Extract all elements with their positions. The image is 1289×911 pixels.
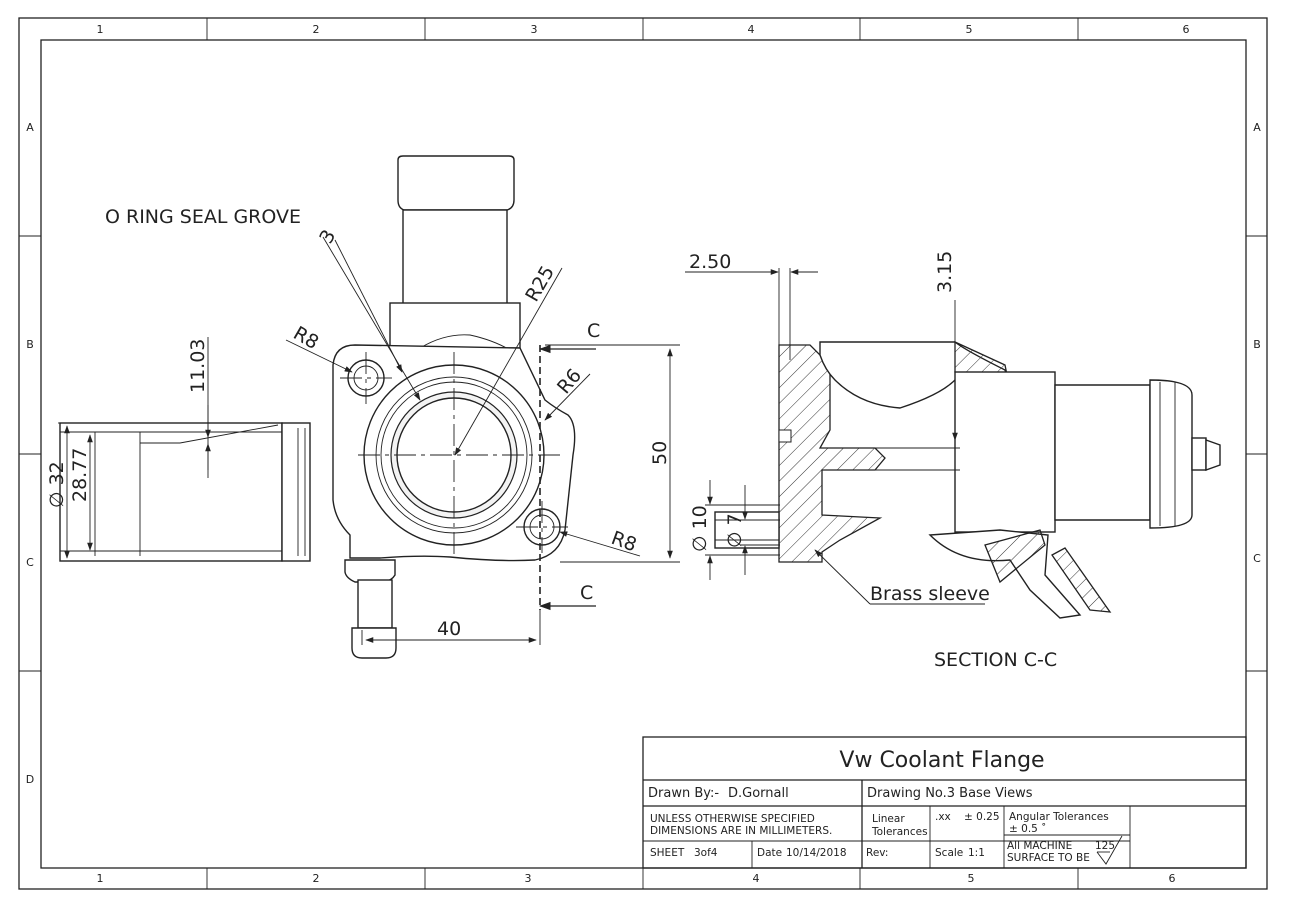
- units-note-line1: UNLESS OTHERWISE SPECIFIED: [650, 813, 815, 825]
- zone-col-4-top: 4: [748, 23, 755, 36]
- xx-label: .xx: [935, 811, 951, 823]
- dim-11-03: 11.03: [187, 339, 209, 393]
- units-note-line2: DIMENSIONS ARE IN MILLIMETERS.: [650, 825, 832, 837]
- section-mark-bottom: C: [580, 582, 593, 604]
- zone-col-2-top: 2: [313, 23, 320, 36]
- front-view: [59, 155, 596, 659]
- date-label: Date: [757, 847, 782, 859]
- brass-sleeve-label: Brass sleeve: [870, 583, 990, 605]
- dim-28-77: 28.77: [69, 448, 91, 502]
- section-title: SECTION C-C: [934, 649, 1057, 671]
- zone-row-c-right: C: [1253, 552, 1261, 565]
- top-spigot-tube: [402, 209, 508, 306]
- section-view-dimensions: [685, 268, 985, 605]
- linear-tolerances-label2: Tolerances: [871, 826, 928, 838]
- zone-row-d-left: D: [26, 773, 34, 786]
- dim-3: 3: [315, 226, 340, 247]
- dim-r8-bottom: R8: [608, 527, 639, 556]
- title-block: [642, 736, 1247, 869]
- dim-r6: R6: [553, 365, 586, 399]
- top-spigot-boss: [389, 302, 521, 349]
- surface-finish-icon: [1096, 835, 1123, 865]
- machine-surface-line1: All MACHINE: [1007, 840, 1072, 852]
- zone-col-1-bottom: 1: [97, 872, 104, 885]
- dim-40: 40: [437, 618, 461, 640]
- sheet-label: SHEET: [650, 847, 685, 859]
- dim-dia10: ∅ 10: [689, 505, 711, 552]
- machine-surface-line2: SURFACE TO BE: [1007, 852, 1090, 864]
- dim-r8-top: R8: [290, 322, 323, 354]
- zone-row-b-left: B: [26, 338, 34, 351]
- section-view: [714, 340, 1221, 619]
- section-end-bead: [1149, 379, 1193, 529]
- zone-row-b-right: B: [1253, 338, 1261, 351]
- zone-col-3-top: 3: [531, 23, 538, 36]
- date-value: 10/14/2018: [786, 847, 847, 859]
- xx-tolerance: ± 0.25: [964, 811, 1000, 823]
- zone-col-1-top: 1: [97, 23, 104, 36]
- dim-2-50: 2.50: [689, 251, 731, 273]
- left-pipe-collar: [281, 422, 311, 562]
- scale-label: Scale: [935, 847, 963, 859]
- section-right-body: [954, 371, 1056, 533]
- rev-label: Rev:: [866, 847, 888, 859]
- zone-col-2-bottom: 2: [313, 872, 320, 885]
- dim-50: 50: [649, 441, 671, 465]
- drawn-by-label: Drawn By:-: [648, 786, 719, 801]
- dim-dia32: ∅ 32: [46, 461, 68, 508]
- angular-tolerances-label: Angular Tolerances: [1009, 811, 1109, 823]
- top-spigot-bead: [397, 155, 515, 211]
- drawing-number: Drawing No.3 Base Views: [867, 786, 1033, 801]
- section-mark-top: C: [587, 320, 600, 342]
- drawn-by-value: D.Gornall: [728, 786, 789, 801]
- front-view-dimensions: [58, 236, 680, 645]
- zone-col-5-bottom: 5: [968, 872, 975, 885]
- left-pipe: [59, 422, 283, 562]
- zone-col-3-bottom: 3: [525, 872, 532, 885]
- zone-col-4-bottom: 4: [753, 872, 760, 885]
- dim-dia7: ∅ 7: [724, 513, 746, 548]
- drawing-title: Vw Coolant Flange: [839, 748, 1044, 773]
- zone-col-5-top: 5: [966, 23, 973, 36]
- zone-row-a-left: A: [26, 121, 34, 134]
- angular-tolerance-value: ± 0.5 ˚: [1009, 823, 1046, 835]
- sheet-value: 3of4: [694, 847, 718, 859]
- zone-col-6-bottom: 6: [1169, 872, 1176, 885]
- zone-row-a-right: A: [1253, 121, 1261, 134]
- bottom-spigot: [357, 579, 393, 629]
- scale-value: 1:1: [968, 847, 985, 859]
- zone-col-6-top: 6: [1183, 23, 1190, 36]
- surface-finish-value: 125: [1095, 840, 1115, 852]
- linear-tolerances-label1: Linear: [872, 813, 905, 825]
- oring-note: O RING SEAL GROVE: [105, 206, 301, 228]
- zone-row-c-left: C: [26, 556, 34, 569]
- dim-3-15: 3.15: [934, 251, 956, 293]
